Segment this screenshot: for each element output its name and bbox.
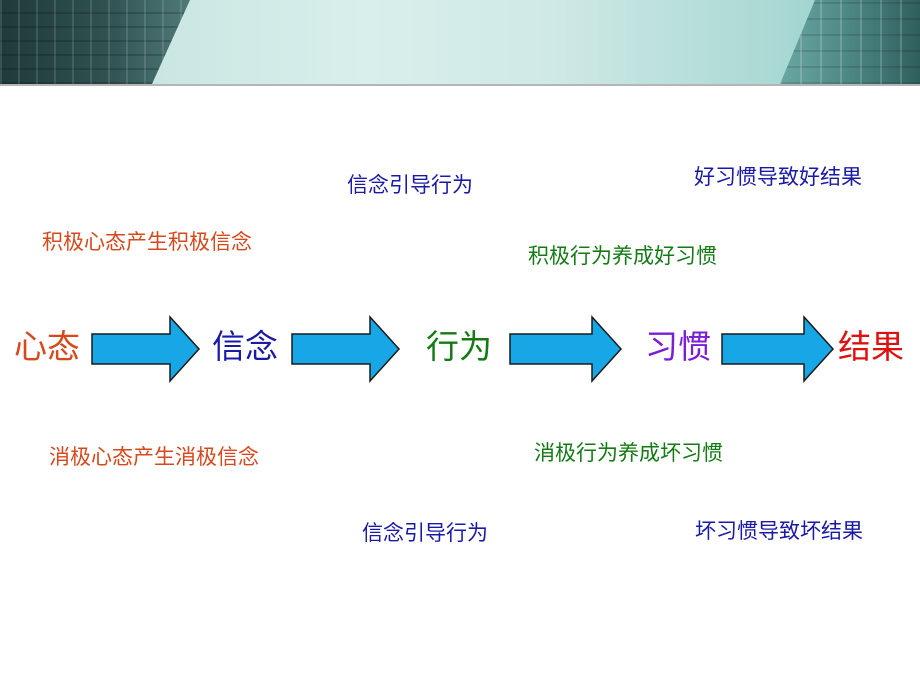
negative-belief-label: 信念引导行为 bbox=[362, 521, 488, 545]
node-mindset: 心态 bbox=[14, 327, 80, 366]
positive-mindset-label: 积极心态产生积极信念 bbox=[42, 230, 252, 254]
banner-divider bbox=[0, 84, 920, 86]
negative-behavior-label: 消极行为养成坏习惯 bbox=[534, 441, 723, 465]
positive-belief-label: 信念引导行为 bbox=[347, 173, 473, 197]
arrow-right-icon bbox=[509, 315, 623, 383]
building-left-image bbox=[0, 0, 190, 84]
negative-mindset-label: 消极心态产生消极信念 bbox=[49, 445, 259, 469]
header-banner bbox=[0, 0, 920, 84]
negative-habit-label: 坏习惯导致坏结果 bbox=[695, 519, 863, 543]
building-right-image bbox=[780, 0, 920, 84]
arrow-right-icon bbox=[91, 315, 201, 383]
positive-behavior-label: 积极行为养成好习惯 bbox=[528, 244, 717, 268]
node-result: 结果 bbox=[838, 327, 904, 366]
node-behavior: 行为 bbox=[426, 327, 492, 366]
node-habit: 习惯 bbox=[645, 327, 711, 366]
arrow-right-icon bbox=[291, 315, 401, 383]
node-belief: 信念 bbox=[212, 327, 278, 366]
positive-habit-label: 好习惯导致好结果 bbox=[694, 165, 862, 189]
arrow-right-icon bbox=[721, 315, 835, 383]
